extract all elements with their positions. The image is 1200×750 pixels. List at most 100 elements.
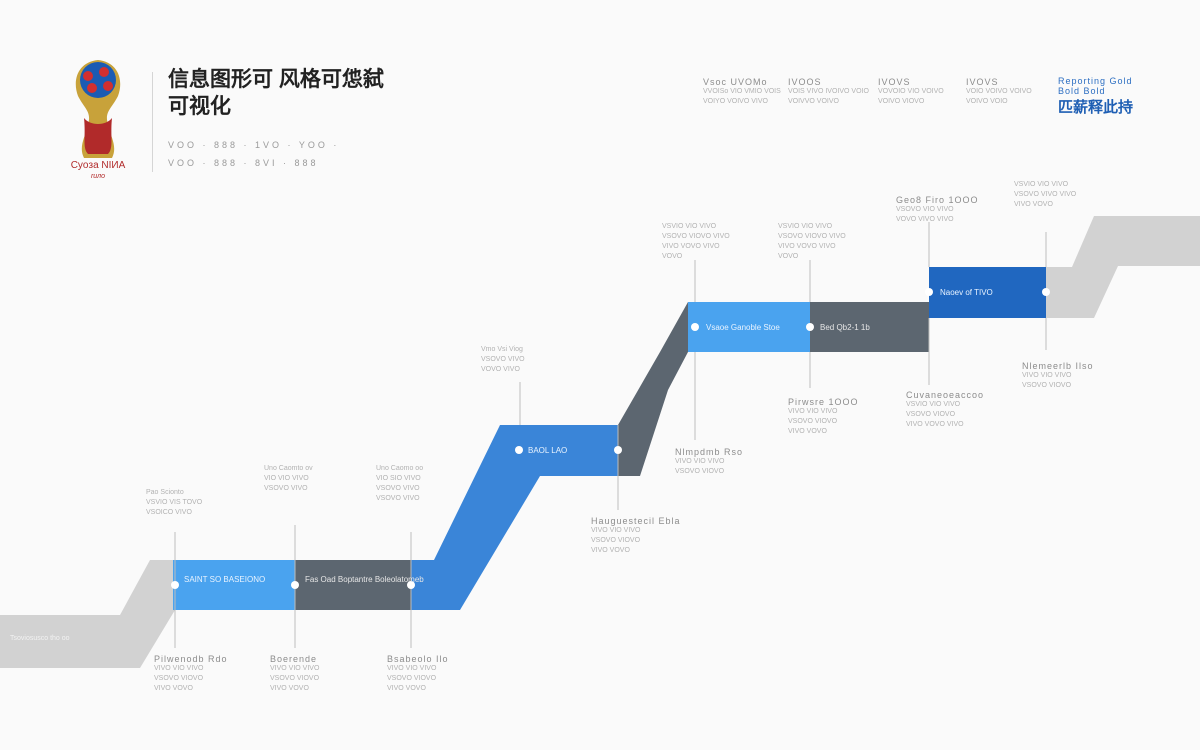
step-label-7: Bed Qb2-1 1b [820,323,870,332]
annotation-line: VOVO [778,253,799,260]
annotation-below-9: Nlemeerlb Ilso VIVO VIO VIVO VSOVO VIOVO [1022,361,1117,391]
annotation-line: VSVIO VIO VIVO [778,223,833,230]
annotation-line: VIVO VIO VIVO [788,408,838,415]
annotation-line: VIVO VIO VIVO [387,665,437,672]
annotation-line: VIO SIO VIVO [376,475,421,482]
annotation-below-2: Boerende VIVO VIO VIVO VSOVO VIOVO VIVO … [270,654,365,694]
annotation-head: Bsabeolo Ilo [387,654,449,664]
meta-row-1: VOO · 888 · 1VO · YOO · [168,140,340,150]
top-column-3: IVOVS VOVOIO VIO VOIVO VOIVO VIOVO [878,77,973,107]
gray-band-left [0,560,175,668]
annotation-below-8: Cuvaneoeaccoo VSVIO VIO VIVO VSOVO VIOVO… [906,390,1001,430]
step-label-1a: SAINT SO BASEIONO [184,575,265,584]
header-divider [152,72,153,172]
top-column-line: VOIYO VOIVO VIVO [703,98,768,105]
top-column-line: VOIO VOIVO VOIVO [966,88,1032,95]
page-title-line1: 信息图形可 风格可怹弑 [168,68,384,91]
world-cup-trophy-logo: FIFA Cyoзa NIИA ruлo [71,60,126,180]
annotation-line: VOVO [662,253,683,260]
annotation-line: VSOVO VIVO [376,485,420,492]
step-segment-2 [295,560,411,610]
annotation-line: VSOVO VIOVO [906,411,956,418]
annotation-line: Vmo Vsi Viog [481,346,523,353]
step-segment-3 [411,425,618,610]
annotation-line: VSOVO VIOVO [154,675,204,682]
step-label-2: Fas Oad Boptantre Boleolatomeb [305,575,424,584]
annotation-line: VSOVO VIOVO [387,675,437,682]
annotation-line: VIVO VOVO [387,685,426,692]
annotation-above-9: VSVIO VIO VIVO VSOVO VIVO VIVO VIVO VOVO [1014,180,1109,210]
brand-block: Reporting Gold Bold Bold 匹薪释此持 [1058,76,1188,117]
annotation-line: VSVIO VIS TOVO [146,499,203,506]
annotation-line: VSVIO VIO VIVO [906,401,961,408]
annotation-line: VSOVO VIOVO VIVO [778,233,846,240]
annotation-above-6: VSVIO VIO VIVO VSOVO VIOVO VIVO VIVO VOV… [662,222,757,262]
annotation-head: Nlmpdmb Rso [675,447,744,457]
logo-fifa-text: FIFA [93,150,104,156]
annotation-line: VSOVO VIO VIVO [896,206,954,213]
step-label-4: BAOL LAO [528,446,567,455]
top-column-line: VOIVVO VOIVO [788,98,839,105]
annotation-head: Nlemeerlb Ilso [1022,361,1094,371]
annotation-above-4: Vmo Vsi Viog VSOVO VIVO VOVO VIVO [481,345,576,375]
logo-wordmark: Cyoзa NIИA [71,160,126,171]
top-column-line: VOIVO VIOVO [878,98,925,105]
top-column-head: IVOVS [878,77,911,87]
annotation-line: VSOVO VIOVO [788,418,838,425]
base-label: Tsoviosusco tho oo [10,635,70,642]
step-segment-8 [929,267,1046,318]
step-segment-1 [173,560,295,610]
annotation-line: Pao Scionto [146,489,184,496]
brand-small-text: Reporting Gold Bold Bold [1058,76,1133,96]
annotation-line: VOVO VIVO [481,366,520,373]
step-segment-6 [688,302,810,352]
annotation-below-1: Pilwenodb Rdo VIVO VIO VIVO VSOVO VIOVO … [154,654,249,694]
annotation-line: VSOVO VIOVO VIVO [662,233,730,240]
top-column-line: VVOISo VIO VMIO VOIS [703,88,781,95]
annotation-above-3: Uno Caomo oo VIO SIO VIVO VSOVO VIVO VSO… [376,464,471,504]
annotation-head: Hauguestecil Ebla [591,516,681,526]
annotation-line: VSOVO VIOVO [1022,382,1072,389]
annotation-line: VIVO VOVO VIVO [662,243,720,250]
annotation-head: Pirwsre 1OOO [788,397,859,407]
annotation-line: Uno Caomo oo [376,465,424,472]
top-column-4: IVOVS VOIO VOIVO VOIVO VOIVO VOIO [966,77,1061,107]
meta-row-2: VOO · 888 · 8VI · 888 [168,158,319,168]
top-column-line: VOIVO VOIO [966,98,1008,105]
annotation-above-7: VSVIO VIO VIVO VSOVO VIOVO VIVO VIVO VOV… [778,222,873,262]
annotation-line: VSOVO VIVO [264,485,308,492]
brand-big-text: 匹薪释此持 [1058,99,1134,116]
annotation-line: VIVO VOVO VIVO [906,421,964,428]
step-label-6: Vsaoe Ganoble Stoe [706,323,780,332]
top-column-head: IVOOS [788,77,822,87]
annotation-line: VIVO VOVO VIVO [778,243,836,250]
annotation-line: VIVO VIO VIVO [675,458,725,465]
connector-lines [174,222,1047,648]
top-column-1: Vsoc UVOMo VVOISo VIO VMIO VOIS VOIYO VO… [703,77,798,107]
annotation-line: VIVO VIO VIVO [154,665,204,672]
annotation-above-8: Geo8 Firo 1OOO VSOVO VIO VIVO VOVO VIVO … [896,195,991,225]
annotation-head: Boerende [270,654,318,664]
annotation-line: VSOVO VIVO [481,356,525,363]
annotation-above-2: Uno Caomto ov VIO VIO VIVO VSOVO VIVO [264,464,359,494]
annotation-line: VIVO VIO VIVO [591,527,641,534]
annotation-line: VSOICO VIVO [146,509,192,516]
annotation-line: VOVO VIVO VIVO [896,216,954,223]
top-column-line: VOIS VIVO IVOIVO VOIO [788,88,869,95]
annotation-line: VSOVO VIOVO [675,468,725,475]
annotation-line: VSVIO VIO VIVO [1014,181,1069,188]
logo-subtitle: ruлo [91,173,105,180]
timeline-dots [171,288,1050,589]
top-column-head: Vsoc UVOMo [703,77,768,87]
annotation-line: VIVO VOVO [788,428,827,435]
step-label-8: Naoev of TIVO [940,288,993,297]
annotation-line: VSOVO VIOVO [270,675,320,682]
annotation-line: VIVO VIO VIVO [270,665,320,672]
top-column-line: VOVOIO VIO VOIVO [878,88,944,95]
annotation-line: Uno Caomto ov [264,465,313,472]
page-title-line2: 可视化 [168,95,231,118]
annotation-head: Geo8 Firo 1OOO [896,195,979,205]
annotation-line: VSOVO VIVO [376,495,420,502]
annotation-line: VIVO VOVO [270,685,309,692]
